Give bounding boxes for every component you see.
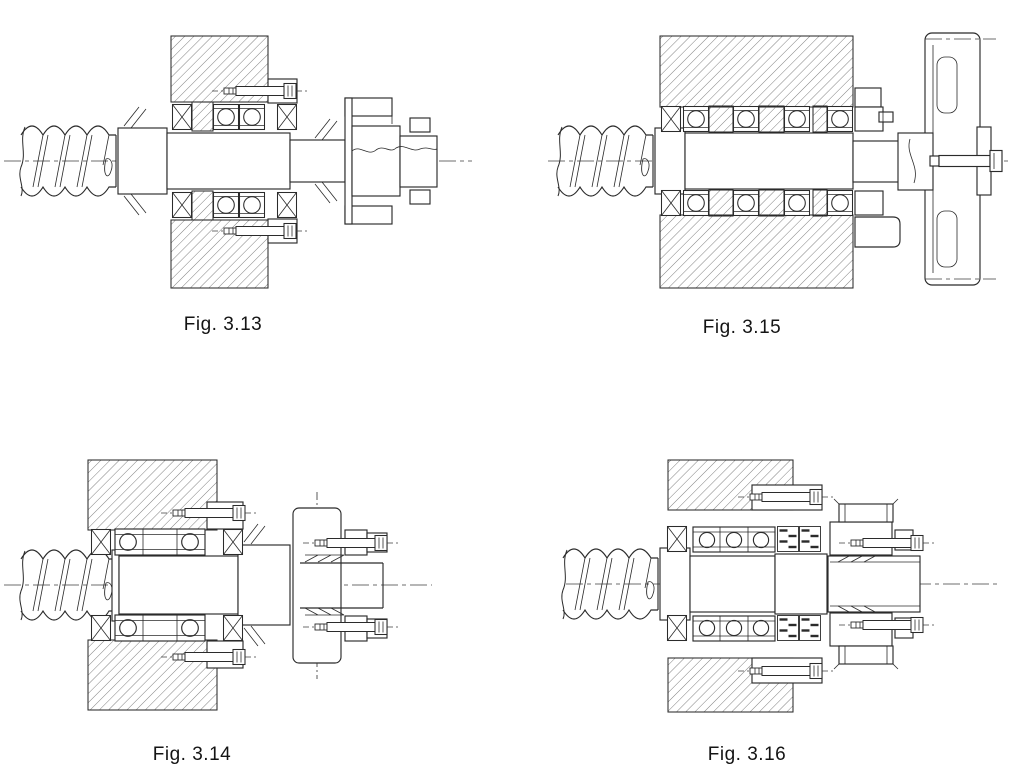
figure-caption: Fig. 3.16 — [707, 744, 787, 765]
end-cap-and-bolts — [737, 484, 836, 684]
support-wall — [659, 35, 854, 289]
support-wall — [667, 459, 794, 713]
screw-shaft — [19, 106, 346, 216]
bearing-set — [666, 525, 776, 642]
figure-caption: Fig. 3.14 — [152, 744, 232, 765]
drawing-fig-3-16 — [561, 459, 1000, 713]
end-cap-and-bolts — [160, 501, 259, 669]
hub-bolt — [929, 149, 1003, 173]
figure-caption: Fig. 3.13 — [183, 314, 263, 335]
clamp-coupling — [292, 507, 401, 664]
locknut — [854, 87, 901, 248]
bearing-set — [90, 528, 244, 642]
screw-shaft — [561, 547, 828, 621]
drawing-fig-3-13 — [4, 35, 472, 289]
belt-pulley — [897, 32, 1003, 286]
figure-caption: Fig. 3.15 — [702, 317, 782, 338]
flexible-coupling — [344, 97, 438, 225]
drawing-fig-3-14 — [4, 459, 432, 711]
support-wall — [87, 459, 218, 711]
end-cap-and-bolts — [211, 78, 310, 244]
flanged-coupling — [827, 498, 937, 670]
screw-shaft — [19, 523, 291, 647]
drawing-fig-3-15 — [548, 32, 1012, 289]
